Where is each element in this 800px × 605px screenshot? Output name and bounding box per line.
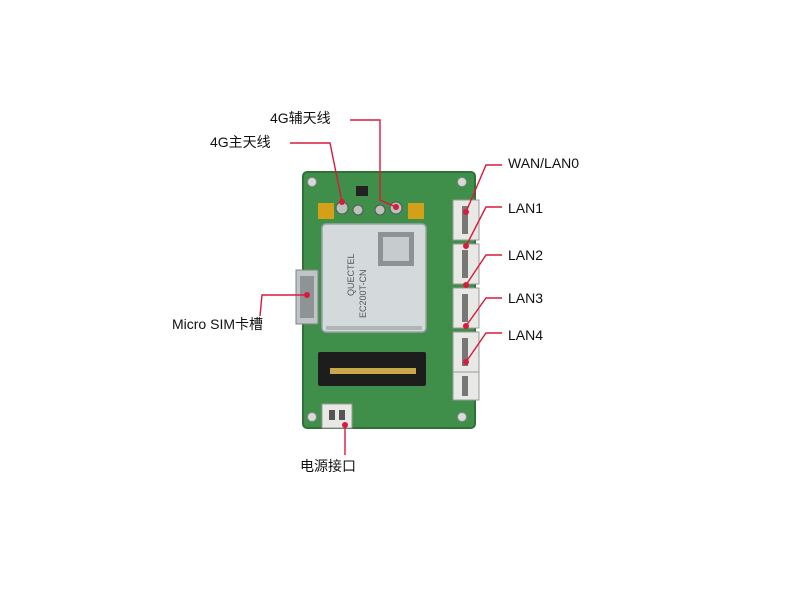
label-lan4: LAN4 — [508, 327, 544, 343]
power-connector-pin — [329, 410, 335, 420]
label-lan1: LAN1 — [508, 200, 544, 216]
label-4g-aux-antenna: 4G辅天线 — [270, 110, 331, 126]
leader-dot — [463, 282, 469, 288]
leader-line-lan4 — [465, 332, 502, 363]
antenna-connector-mid-right — [374, 204, 386, 216]
lan-pin-row — [462, 294, 468, 322]
label-4g-main-antenna: 4G主天线 — [210, 134, 271, 150]
leader-dot — [463, 359, 469, 365]
mini-pcie-slot-pins — [330, 368, 416, 374]
leader-dot — [463, 243, 469, 249]
lan-pin-row — [462, 338, 468, 366]
lan-connector-pins — [462, 206, 468, 396]
antenna-pad-left — [318, 203, 334, 219]
leader-dot — [339, 199, 345, 205]
leader-dots — [304, 199, 469, 428]
antenna-connector-mid-left — [352, 204, 364, 216]
leader-dot — [304, 292, 310, 298]
lan-pin-row — [462, 376, 468, 396]
leader-line-lan1 — [465, 206, 502, 247]
leader-line-wan — [465, 164, 502, 213]
module-pad-strip — [326, 326, 422, 330]
leader-dot — [342, 422, 348, 428]
module-model-text: EC200T-CN — [358, 269, 368, 318]
label-power-port: 电源接口 — [300, 458, 356, 474]
leader-line-main-antenna — [290, 142, 343, 203]
label-lan2: LAN2 — [508, 247, 544, 263]
small-chip — [356, 186, 368, 196]
leader-line-sim — [259, 294, 307, 317]
lan-pin-row — [462, 206, 468, 234]
label-micro-sim-slot: Micro SIM卡槽 — [172, 316, 263, 332]
leader-line-aux-antenna — [350, 119, 397, 208]
leader-dot — [463, 323, 469, 329]
leader-line-lan2 — [465, 254, 502, 286]
mounting-hole — [307, 177, 317, 187]
label-wan-lan0: WAN/LAN0 — [508, 155, 580, 171]
mounting-hole — [457, 177, 467, 187]
leader-dot — [463, 209, 469, 215]
mounting-hole — [457, 412, 467, 422]
lan-pin-row — [462, 250, 468, 278]
power-connector-pin — [339, 410, 345, 420]
label-lan3: LAN3 — [508, 290, 544, 306]
leader-dot — [393, 204, 399, 210]
module-brand-text: QUECTEL — [346, 253, 356, 296]
mounting-hole — [307, 412, 317, 422]
leader-lines — [259, 119, 502, 455]
lte-module-qr-inner — [383, 237, 409, 261]
antenna-pad-right — [408, 203, 424, 219]
leader-line-lan3 — [465, 297, 502, 327]
